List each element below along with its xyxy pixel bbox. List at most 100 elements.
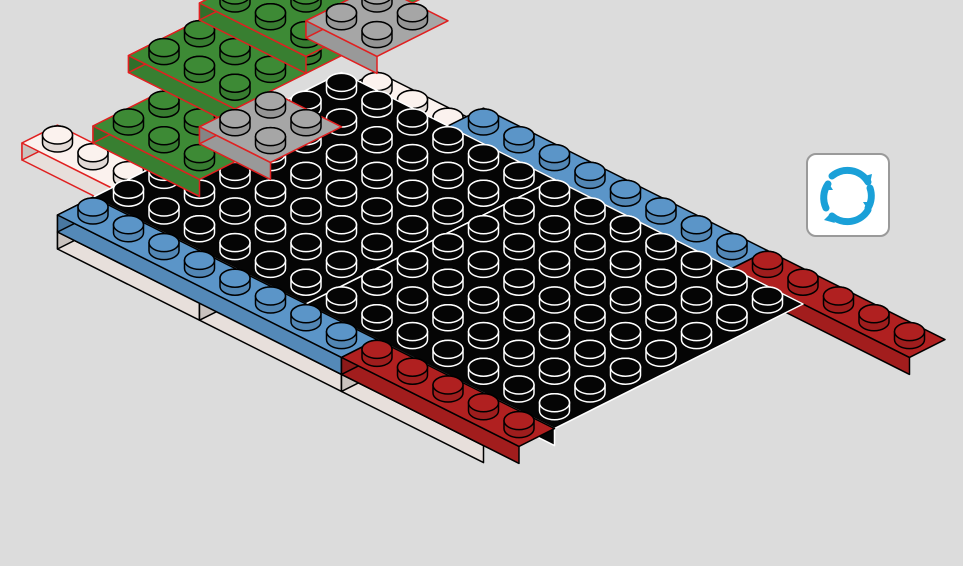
stud-top xyxy=(469,358,499,376)
stud xyxy=(753,251,783,277)
stud xyxy=(327,4,357,30)
stud-top xyxy=(256,180,286,198)
stud-top xyxy=(717,305,747,323)
stud xyxy=(327,323,357,349)
stud-top xyxy=(540,358,570,376)
stud xyxy=(327,145,357,171)
stud xyxy=(646,234,676,260)
stud xyxy=(469,216,499,242)
stud xyxy=(682,287,712,313)
stud-top xyxy=(611,251,641,269)
stud-top xyxy=(149,198,179,216)
stud xyxy=(220,74,250,100)
stud-top xyxy=(540,145,570,163)
stud xyxy=(504,305,534,331)
stud xyxy=(220,0,250,12)
stud xyxy=(469,180,499,206)
stud xyxy=(291,162,321,188)
stud-top xyxy=(753,287,783,305)
stud-top xyxy=(398,287,428,305)
stud-top xyxy=(78,198,108,216)
stud-top xyxy=(149,39,179,57)
stud-top xyxy=(433,269,463,287)
stud-top xyxy=(717,269,747,287)
stud-top xyxy=(291,162,321,180)
stud xyxy=(78,198,108,224)
stud-top xyxy=(753,251,783,269)
stud-top xyxy=(362,91,392,109)
stud-top xyxy=(504,127,534,145)
stud-top xyxy=(540,216,570,234)
stud xyxy=(540,180,570,206)
stud xyxy=(433,269,463,295)
stud-top xyxy=(859,305,889,323)
stud xyxy=(362,127,392,153)
stud-top xyxy=(540,180,570,198)
stud xyxy=(398,180,428,206)
stud xyxy=(504,340,534,366)
stud xyxy=(362,198,392,224)
stud-top xyxy=(504,376,534,394)
stud-top xyxy=(504,305,534,323)
stud-top xyxy=(327,287,357,305)
rotate-view-button[interactable] xyxy=(806,153,890,237)
stud xyxy=(611,358,641,384)
stud-top xyxy=(646,340,676,358)
stud xyxy=(220,269,250,295)
stud-top xyxy=(575,162,605,180)
stud xyxy=(540,216,570,242)
stud xyxy=(540,358,570,384)
stud xyxy=(540,145,570,171)
stud-top xyxy=(114,216,144,234)
stud-top xyxy=(256,128,286,146)
stud xyxy=(575,269,605,295)
stud xyxy=(433,376,463,402)
stud-top xyxy=(469,216,499,234)
stud xyxy=(540,251,570,277)
stud-top xyxy=(433,305,463,323)
stud xyxy=(256,4,286,30)
stud xyxy=(824,287,854,313)
stud-top xyxy=(256,251,286,269)
stud xyxy=(504,127,534,153)
stud xyxy=(398,145,428,171)
stud-top xyxy=(646,198,676,216)
stud xyxy=(504,162,534,188)
stud-top xyxy=(256,92,286,110)
stud-top xyxy=(327,323,357,341)
stud xyxy=(149,39,179,65)
stud-top xyxy=(291,305,321,323)
stud xyxy=(149,234,179,260)
stud xyxy=(575,198,605,224)
stud-top xyxy=(149,234,179,252)
stud xyxy=(114,109,144,135)
stud-top xyxy=(611,216,641,234)
stud-top xyxy=(540,323,570,341)
stud xyxy=(753,287,783,313)
stud-top xyxy=(469,145,499,163)
stud-top xyxy=(469,109,499,127)
stud xyxy=(220,110,250,136)
stud xyxy=(220,234,250,260)
stud xyxy=(433,340,463,366)
stud xyxy=(256,251,286,277)
stud xyxy=(398,109,428,135)
stud-top xyxy=(433,376,463,394)
stud xyxy=(682,323,712,349)
stud xyxy=(256,128,286,154)
stud xyxy=(575,162,605,188)
stud-top xyxy=(398,358,428,376)
stud-top xyxy=(469,394,499,412)
stud-top xyxy=(504,412,534,430)
stud xyxy=(611,251,641,277)
stud xyxy=(43,126,73,152)
stud-top xyxy=(291,110,321,128)
stud-top xyxy=(682,323,712,341)
stud xyxy=(398,358,428,384)
stud xyxy=(362,162,392,188)
stud-top xyxy=(327,251,357,269)
stud-top xyxy=(185,216,215,234)
stud xyxy=(185,56,215,82)
stud xyxy=(327,287,357,313)
stud xyxy=(717,269,747,295)
